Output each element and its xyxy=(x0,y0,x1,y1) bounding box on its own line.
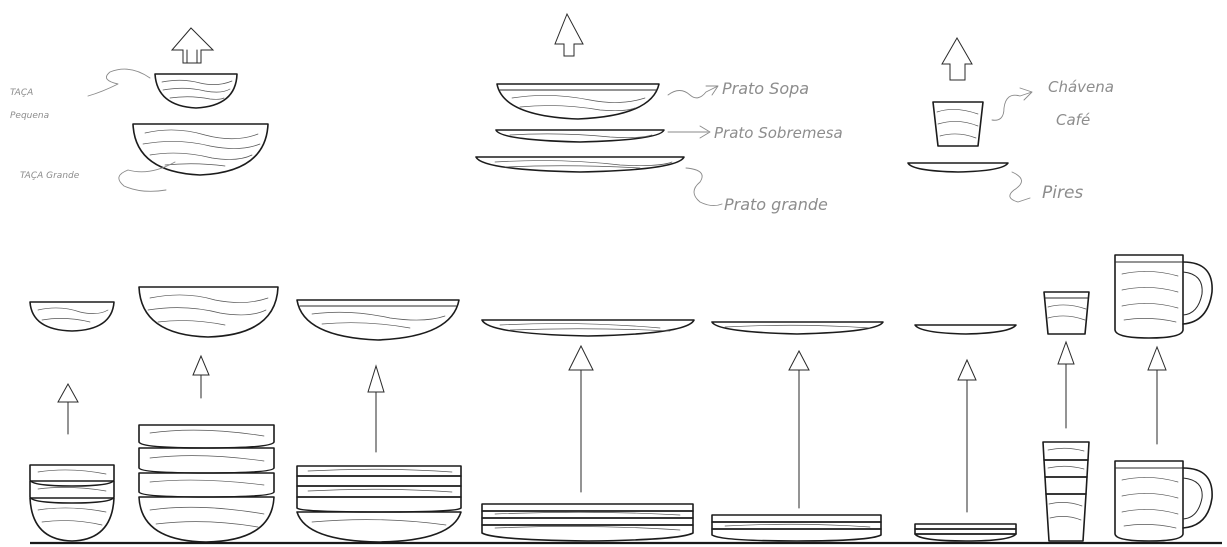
small-bowl-top xyxy=(155,74,237,108)
large-plate-stack xyxy=(482,504,693,541)
saucer-stack xyxy=(915,524,1016,541)
dessert-plate-stack xyxy=(712,515,881,541)
up-arrow-icon xyxy=(942,38,972,80)
saucer-top xyxy=(908,163,1008,172)
large-bowl-top xyxy=(133,124,268,175)
taca-pequena-label-line1: TAÇA xyxy=(10,88,33,98)
up-arrow-icon xyxy=(789,351,809,508)
up-arrow-icon xyxy=(1148,347,1166,444)
mug-on-shelf xyxy=(1115,461,1212,541)
large-bowl-column xyxy=(139,287,278,542)
up-arrow-icon xyxy=(193,356,209,398)
chavena-label-line2: Café xyxy=(1056,111,1090,129)
large-bowl-stack xyxy=(139,425,274,542)
up-arrow-icon xyxy=(555,14,583,56)
small-bowl-stack xyxy=(30,465,114,541)
saucer-column xyxy=(915,325,1016,541)
up-arrow-icon xyxy=(368,366,384,452)
bowl-group-top-left: TAÇA Pequena TAÇA Grande xyxy=(10,28,268,191)
small-bowl-column xyxy=(30,302,114,541)
chavena-label-line1: Chávena xyxy=(1048,78,1114,96)
large-plate-lifted xyxy=(482,320,694,336)
up-arrow-icon xyxy=(58,384,78,434)
prato-sopa-label: Prato Sopa xyxy=(722,79,809,98)
large-bowl-lifted xyxy=(139,287,278,337)
plate-group-top-middle: Prato Sopa Prato Sobremesa Prato grande xyxy=(476,14,843,214)
dessert-plate-column xyxy=(712,322,883,541)
coffee-cup-stack xyxy=(1043,442,1089,541)
saucer-lifted xyxy=(915,325,1016,334)
mug-lifted xyxy=(1115,255,1212,338)
small-bowl-lifted xyxy=(30,302,114,331)
taca-grande-label: TAÇA Grande xyxy=(20,171,80,181)
taca-pequena-label-line2: Pequena xyxy=(10,111,49,121)
coffee-cup-top xyxy=(933,102,983,146)
mug-column xyxy=(1115,255,1212,541)
up-arrow-icon xyxy=(172,28,213,63)
soup-plate-top xyxy=(497,84,659,119)
up-arrow-icon xyxy=(958,360,976,512)
coffee-cup-column xyxy=(1043,292,1089,541)
up-arrow-icon xyxy=(1058,342,1074,428)
cup-group-top-right: Chávena Café Pires xyxy=(908,38,1114,203)
large-plate-column xyxy=(482,320,694,541)
prato-sobremesa-label: Prato Sobremesa xyxy=(714,124,843,142)
soup-plate-stack xyxy=(297,466,461,542)
dessert-plate-top xyxy=(496,130,664,142)
up-arrow-icon xyxy=(569,346,593,492)
pires-label: Pires xyxy=(1042,183,1083,203)
soup-plate-lifted xyxy=(297,300,459,340)
prato-grande-label: Prato grande xyxy=(724,195,828,214)
coffee-cup-lifted xyxy=(1044,292,1089,334)
dessert-plate-lifted xyxy=(712,322,883,334)
large-plate-top xyxy=(476,157,684,172)
soup-plate-column xyxy=(297,300,461,542)
